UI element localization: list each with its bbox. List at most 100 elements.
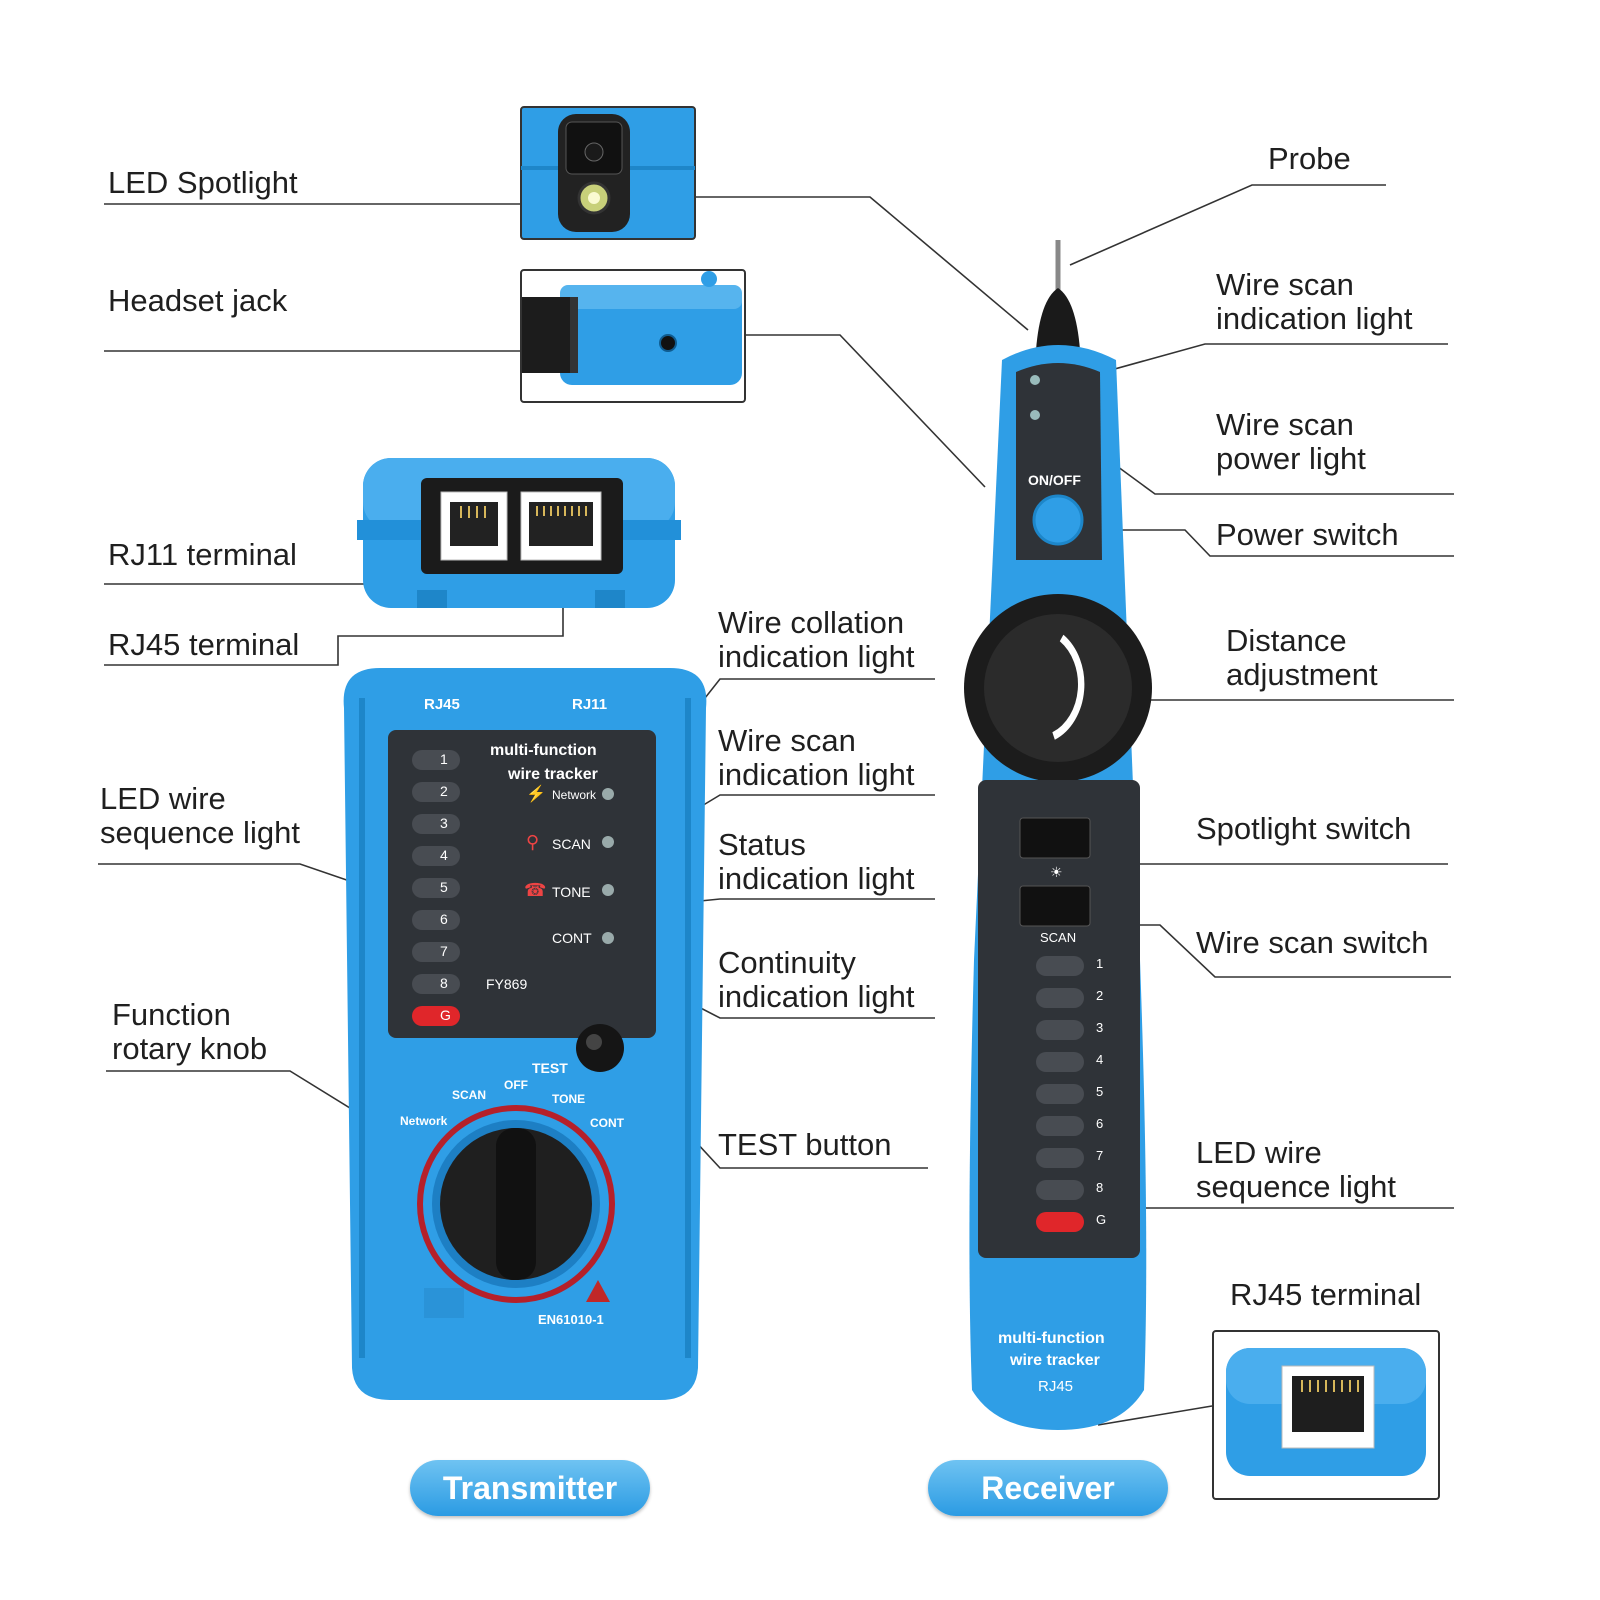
led-light: 3 xyxy=(1036,1014,1116,1046)
transmitter-port-rj11: RJ11 xyxy=(572,696,608,713)
indicator-network-label: Network xyxy=(552,788,597,802)
led-light: 3 xyxy=(412,810,464,842)
led-light: 2 xyxy=(1036,982,1116,1014)
label-rj45-terminal-left: RJ45 terminal xyxy=(108,627,300,662)
led-light: 7 xyxy=(412,938,464,970)
label-line: LED wire xyxy=(1196,1135,1322,1170)
led-light: 2 xyxy=(412,778,464,810)
indicator-network-light xyxy=(602,788,614,800)
led-label: G xyxy=(440,1007,451,1023)
led-label: 1 xyxy=(440,751,448,767)
dial-label-tone: TONE xyxy=(552,1092,586,1106)
dial-label-network: Network xyxy=(400,1114,448,1128)
indicator-scan-label: SCAN xyxy=(552,836,591,852)
dial-label-scan: SCAN xyxy=(452,1088,487,1102)
led-label: 3 xyxy=(440,815,448,831)
phone-icon: ☎ xyxy=(524,880,547,900)
led-light: 6 xyxy=(412,906,464,938)
led-label: 4 xyxy=(1096,1052,1104,1067)
label-led-wire-sequence-left: LED wire sequence light xyxy=(100,782,300,850)
label-wire-scan-switch: Wire scan switch xyxy=(1196,925,1429,960)
indicator-tone-light xyxy=(602,884,614,896)
receiver-title-1: multi-function xyxy=(998,1330,1105,1347)
label-status-indication: Status indication light xyxy=(718,828,914,896)
transmitter-badge: Transmitter xyxy=(410,1460,650,1516)
label-spotlight-switch: Spotlight switch xyxy=(1196,811,1412,846)
label-line: Distance xyxy=(1226,623,1347,658)
label-line: Wire scan xyxy=(718,723,856,758)
label-line: indication light xyxy=(718,861,915,896)
receiver-device: ON/OFF SCAN ☀ 1 2 3 4 5 6 7 8 G multi-fu… xyxy=(940,240,1170,1440)
label-probe: Probe xyxy=(1268,141,1351,176)
led-spotlight-inset xyxy=(520,106,696,240)
label-line: indication light xyxy=(718,979,915,1014)
receiver-scan-label: SCAN xyxy=(1040,930,1077,945)
led-label: 8 xyxy=(440,975,448,991)
label-distance-adjustment: Distance adjustment xyxy=(1226,624,1378,692)
led-label: G xyxy=(1096,1212,1107,1227)
label-rj11-terminal: RJ11 terminal xyxy=(108,537,297,572)
label-wire-collation: Wire collation indication light xyxy=(718,606,914,674)
transmitter-led-column: 1 2 3 4 5 6 7 8 G xyxy=(412,746,464,1034)
led-light: 5 xyxy=(1036,1078,1116,1110)
led-label: 4 xyxy=(440,847,448,863)
led-light-ground: G xyxy=(1036,1206,1116,1238)
transmitter-title-1: multi-function xyxy=(490,742,597,759)
label-line: indication light xyxy=(718,639,915,674)
led-light: 4 xyxy=(412,842,464,874)
indicator-scan-light xyxy=(602,836,614,848)
headset-jack-inset xyxy=(520,269,746,403)
network-icon: ⚡ xyxy=(526,786,546,803)
led-light: 1 xyxy=(412,746,464,778)
led-label: 2 xyxy=(1096,988,1104,1003)
test-label: TEST xyxy=(532,1060,568,1076)
label-line: Status xyxy=(718,827,806,862)
led-label: 2 xyxy=(440,783,448,799)
label-line: rotary knob xyxy=(112,1031,268,1066)
transmitter-port-rj45: RJ45 xyxy=(424,696,460,713)
label-line: Wire scan xyxy=(1216,407,1354,442)
label-led-spotlight: LED Spotlight xyxy=(108,165,298,200)
indicator-tone-label: TONE xyxy=(552,884,591,900)
led-label: 7 xyxy=(440,943,448,959)
led-label: 8 xyxy=(1096,1180,1104,1195)
led-label: 1 xyxy=(1096,956,1104,971)
led-light: 4 xyxy=(1036,1046,1116,1078)
label-rj45-terminal-right: RJ45 terminal xyxy=(1230,1277,1422,1312)
label-wire-scan-indication-mid: Wire scan indication light xyxy=(718,724,914,792)
dial-label-cont: CONT xyxy=(590,1116,624,1130)
label-wire-scan-power: Wire scan power light xyxy=(1216,408,1366,476)
led-light: 8 xyxy=(412,970,464,1002)
led-light: 1 xyxy=(1036,950,1116,982)
label-line: adjustment xyxy=(1226,657,1378,692)
led-label: 7 xyxy=(1096,1148,1104,1163)
label-line: LED wire xyxy=(100,781,226,816)
led-label: 5 xyxy=(440,879,448,895)
label-line: Wire collation xyxy=(718,605,905,640)
led-light: 7 xyxy=(1036,1142,1116,1174)
standard-label: EN61010-1 xyxy=(538,1312,604,1327)
search-icon: ⚲ xyxy=(526,832,540,852)
ports-inset xyxy=(357,458,681,608)
label-line: indication light xyxy=(1216,301,1413,336)
led-light-ground: G xyxy=(412,1002,464,1034)
label-test-button: TEST button xyxy=(718,1127,892,1162)
label-line: Wire scan xyxy=(1216,267,1354,302)
label-line: Function xyxy=(112,997,231,1032)
label-led-wire-sequence-right: LED wire sequence light xyxy=(1196,1136,1396,1204)
transmitter-title-2: wire tracker xyxy=(508,766,598,783)
rj45-inset xyxy=(1212,1330,1440,1500)
receiver-port-label: RJ45 xyxy=(1038,1378,1074,1395)
dial-label-off: OFF xyxy=(504,1078,528,1092)
spotlight-sun-icon: ☀ xyxy=(1050,864,1063,880)
indicator-cont-label: CONT xyxy=(552,930,592,946)
label-continuity-indication: Continuity indication light xyxy=(718,946,914,1014)
transmitter-model: FY869 xyxy=(486,976,528,992)
led-label: 3 xyxy=(1096,1020,1104,1035)
led-label: 6 xyxy=(1096,1116,1104,1131)
label-line: power light xyxy=(1216,441,1366,476)
label-power-switch: Power switch xyxy=(1216,517,1399,552)
label-function-knob: Function rotary knob xyxy=(112,998,267,1066)
label-line: sequence light xyxy=(100,815,300,850)
led-light: 8 xyxy=(1036,1174,1116,1206)
